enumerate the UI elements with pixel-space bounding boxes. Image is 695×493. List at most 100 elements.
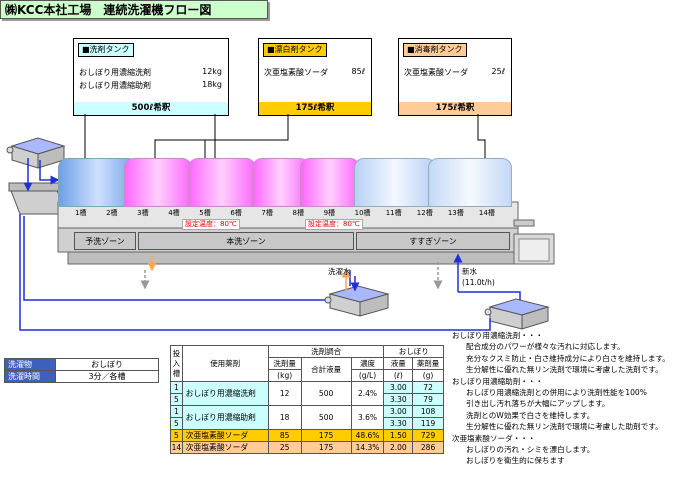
param-label: 洗濯物 xyxy=(4,358,56,371)
chamber-label: 2槽 xyxy=(106,209,118,217)
recipe-chamber: 5 xyxy=(170,429,183,442)
note-line: おしぼり用濃縮洗剤との併用により洗剤性能を100% xyxy=(466,388,647,398)
fresh-water-label: 新水 xyxy=(462,267,477,276)
drain-arrows xyxy=(140,262,443,290)
tank-dilution: 175ℓ希釈 xyxy=(399,102,511,115)
col-dose-unit: (g) xyxy=(412,369,444,382)
chamber-pink-d xyxy=(300,158,360,207)
tank-row-amount: 18kg xyxy=(202,80,222,89)
col-liquid: 液量 xyxy=(383,357,414,370)
col-dose: 薬剤量 xyxy=(412,357,444,370)
recipe-liquid: 3.30 xyxy=(383,417,414,430)
chamber-pink-a xyxy=(124,158,192,207)
recipe-chamber: 5 xyxy=(170,417,183,430)
tank-row-amount: 12kg xyxy=(202,67,222,76)
chemical-notes: おしぼり用濃縮洗剤・・・配合成分のパワーが様々な汚れに対応します。充分なクスミ防… xyxy=(452,330,670,467)
recipe-chamber: 1 xyxy=(170,381,183,394)
chamber-label: 9槽 xyxy=(323,209,336,217)
recipe-total: 175 xyxy=(300,429,352,442)
recipe-amount: 18 xyxy=(267,405,302,430)
zone-prewash: 予洗ゾーン xyxy=(74,232,136,250)
chamber-label: 12槽 xyxy=(416,209,433,217)
chamber-label: 14槽 xyxy=(478,209,495,217)
center-water-box xyxy=(324,285,390,317)
recipe-dose: 79 xyxy=(412,393,444,406)
tank-dilution: 500ℓ希釈 xyxy=(74,102,228,115)
set-temp-label: 設定温度：80℃ xyxy=(182,219,240,230)
recipe-chem: 次亜塩素酸ソーダ xyxy=(181,441,269,454)
recipe-total: 500 xyxy=(300,381,352,406)
tank-row-amount: 85ℓ xyxy=(351,67,365,76)
detergent-tank-header: ■洗剤タンク xyxy=(78,43,134,57)
tank-row-name: おしぼり用濃縮助剤 xyxy=(79,81,151,90)
zone-rinse: すすぎゾーン xyxy=(356,232,510,250)
chamber-label: 11槽 xyxy=(385,209,402,217)
recipe-conc: 14.3% xyxy=(350,441,385,454)
recipe-dose: 286 xyxy=(412,441,444,454)
loader-chute xyxy=(9,187,63,215)
recipe-total: 175 xyxy=(300,441,352,454)
wash-water-arrows xyxy=(147,254,351,292)
recipe-total: 500 xyxy=(300,405,352,430)
recipe-table: 投入槽 使用薬剤 洗剤調合 おしぼり 洗剤量 合計液量 濃度 液量 薬剤量 (k… xyxy=(170,345,444,454)
wash-params-table: 洗濯物 おしぼり 洗濯時間 3分／各槽 xyxy=(4,358,159,383)
param-value: 3分／各槽 xyxy=(55,370,159,383)
set-temp-label: 設定温度：80℃ xyxy=(305,219,363,230)
chamber-light-a xyxy=(354,158,436,207)
col-group-mix: 洗剤調合 xyxy=(267,345,385,358)
recipe-conc: 3.6% xyxy=(350,405,385,430)
param-row: 洗濯時間 3分／各槽 xyxy=(4,370,159,383)
disinfect-tank-box: ■消毒剤タンク 次亜塩素酸ソーダ 25ℓ 175ℓ希釈 xyxy=(398,38,512,116)
chamber-label: 6槽 xyxy=(230,209,242,217)
note-line: おしぼりを衛生的に保ちます xyxy=(466,456,565,466)
col-chem: 使用薬剤 xyxy=(181,345,269,382)
chamber-label: 7槽 xyxy=(261,209,273,217)
wash-water-label: 洗濯水 xyxy=(328,267,351,276)
recipe-liquid: 2.00 xyxy=(383,441,414,454)
recipe-conc: 2.4% xyxy=(350,381,385,406)
recipe-conc: 48.6% xyxy=(350,429,385,442)
detergent-tank-box: ■洗剤タンク おしぼり用濃縮洗剤 12kg おしぼり用濃縮助剤 18kg 500… xyxy=(73,38,229,116)
note-line: 生分解性に優れた無リン洗剤で環境に考慮した助剤です。 xyxy=(466,422,663,432)
col-chamber: 投入槽 xyxy=(170,345,183,382)
water-pipes xyxy=(19,158,521,331)
note-line: 次亜塩素酸ソーダ・・・ xyxy=(452,433,536,443)
param-row: 洗濯物 おしぼり xyxy=(4,358,159,371)
recipe-liquid: 1.50 xyxy=(383,429,414,442)
chamber-label: 3槽 xyxy=(137,209,149,217)
recipe-chem: 次亜塩素酸ソーダ xyxy=(181,429,269,442)
note-line: 洗剤とのW効果で白さを維持します。 xyxy=(466,410,595,420)
recipe-amount: 25 xyxy=(267,441,302,454)
chamber-label: 10槽 xyxy=(354,209,371,217)
recipe-liquid: 3.30 xyxy=(383,393,414,406)
chamber-label: 4槽 xyxy=(168,209,180,217)
left-water-box xyxy=(6,137,66,169)
chamber-light-b xyxy=(428,158,512,207)
tank-row-name: おしぼり用濃縮洗剤 xyxy=(79,68,151,77)
recipe-chamber: 14 xyxy=(170,441,183,454)
param-value: おしぼり xyxy=(55,358,159,371)
col-amount: 洗剤量 xyxy=(267,357,302,370)
recipe-dose: 729 xyxy=(412,429,444,442)
chamber-label: 5槽 xyxy=(199,209,211,217)
discharge-grid xyxy=(518,238,550,262)
recipe-chamber: 5 xyxy=(170,393,183,406)
right-water-box xyxy=(484,298,550,330)
recipe-liquid: 3.00 xyxy=(383,405,414,418)
note-line: 生分解性に優れた無リン洗剤で環境に考慮した洗剤です。 xyxy=(466,365,663,375)
param-label: 洗濯時間 xyxy=(4,370,56,383)
chamber-pink-b xyxy=(188,158,256,207)
col-liquid-unit: (ℓ) xyxy=(383,369,414,382)
chamber-label: 8槽 xyxy=(292,209,304,217)
recipe-amount: 12 xyxy=(267,381,302,406)
recipe-dose: 72 xyxy=(412,381,444,394)
col-total: 合計液量 xyxy=(300,357,352,382)
recipe-chem: おしぼり用濃縮助剤 xyxy=(181,405,269,430)
col-conc-unit: (g/L) xyxy=(350,369,385,382)
